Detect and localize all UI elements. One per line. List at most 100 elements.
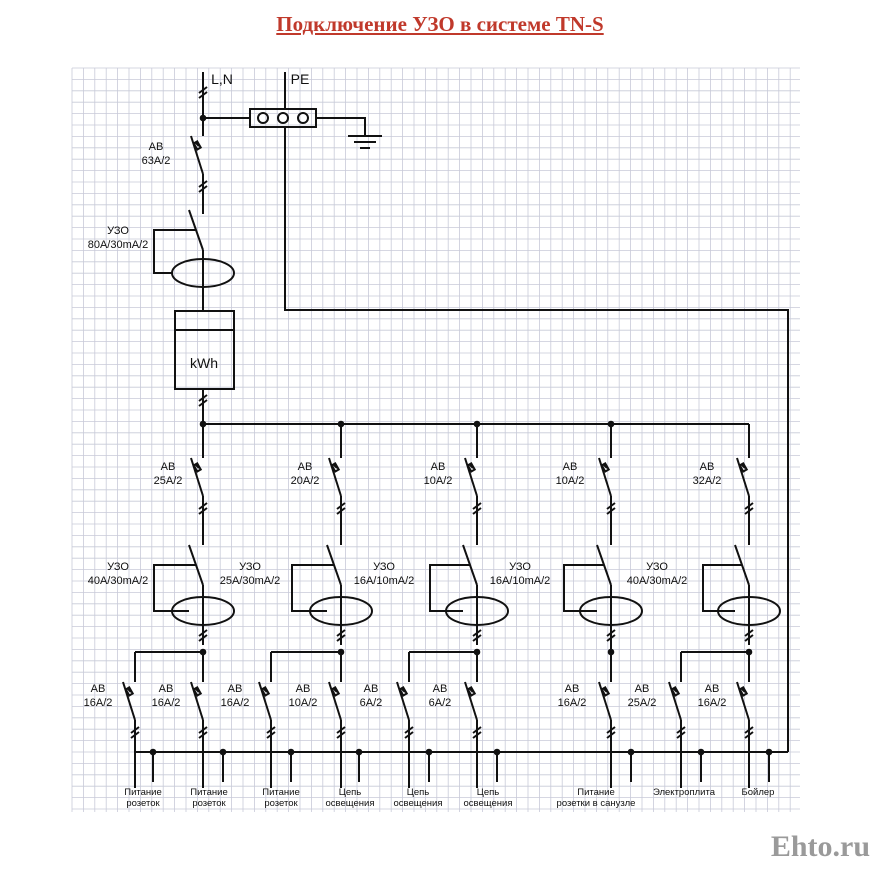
rcd-label: УЗО — [107, 225, 129, 237]
breaker-label: АВ — [431, 461, 446, 473]
pole-tick — [198, 91, 208, 99]
breaker-label: 25А/2 — [628, 697, 657, 709]
pole-tick — [472, 731, 482, 739]
pole-tick — [744, 634, 754, 642]
pole-tick — [336, 507, 346, 515]
ground-wire — [316, 117, 366, 136]
breaker-label: 16А/2 — [698, 697, 727, 709]
breaker-thermal — [466, 462, 477, 473]
breaker-blade — [122, 681, 136, 721]
load-label: Цепь — [407, 787, 429, 798]
junction-dot — [355, 748, 363, 756]
breaker-thermal — [600, 686, 611, 697]
rcd-label: УЗО — [373, 561, 395, 573]
pole-tick — [198, 629, 208, 637]
pole-tick — [336, 726, 346, 734]
pe-label: PE — [291, 71, 310, 87]
pole-tick — [130, 731, 140, 739]
breaker-blade — [598, 681, 612, 721]
breaker-thermal — [330, 686, 341, 697]
breaker-blade — [668, 681, 682, 721]
breaker-label: АВ — [705, 683, 720, 695]
breaker-thermal — [738, 462, 749, 473]
breaker-blade — [396, 681, 410, 721]
pole-tick — [336, 634, 346, 642]
breaker-thermal — [124, 686, 135, 697]
load-label: освещения — [464, 798, 513, 809]
pole-tick — [744, 731, 754, 739]
breaker-label: 16А/2 — [152, 697, 181, 709]
breaker-blade — [736, 681, 750, 721]
pole-tick — [404, 731, 414, 739]
breaker-label: АВ — [161, 461, 176, 473]
pole-tick — [404, 726, 414, 734]
rcd-label: УЗО — [239, 561, 261, 573]
load-label: розетки в санузле — [557, 798, 636, 809]
breaker-label: 10А/2 — [289, 697, 318, 709]
pole-tick — [744, 507, 754, 515]
breaker-label: 63А/2 — [142, 155, 171, 167]
pole-tick — [606, 502, 616, 510]
load-label: освещения — [394, 798, 443, 809]
breaker-blade — [328, 681, 342, 721]
pole-tick — [472, 726, 482, 734]
pole-tick — [198, 86, 208, 94]
breaker-label: АВ — [296, 683, 311, 695]
breaker-label: АВ — [159, 683, 174, 695]
pole-tick — [266, 731, 276, 739]
pole-tick — [472, 634, 482, 642]
pe-bus — [284, 127, 789, 752]
breaker-blade — [464, 457, 478, 497]
breaker-label: 16А/2 — [221, 697, 250, 709]
breaker-label: АВ — [298, 461, 313, 473]
breaker-thermal — [670, 686, 681, 697]
meter-label: kWh — [190, 355, 218, 371]
pole-tick — [198, 726, 208, 734]
breaker-blade — [190, 681, 204, 721]
rcd-label: УЗО — [107, 561, 129, 573]
load-label: Электроплита — [653, 787, 716, 798]
load-label: Бойлер — [742, 787, 775, 798]
breaker-label: 16А/2 — [558, 697, 587, 709]
breaker-thermal — [600, 462, 611, 473]
pole-tick — [198, 502, 208, 510]
rcd-label: 40А/30mA/2 — [88, 575, 149, 587]
breaker-label: АВ — [149, 141, 164, 153]
breaker-thermal — [192, 462, 203, 473]
breaker-label: 20А/2 — [291, 475, 320, 487]
pole-tick — [472, 502, 482, 510]
pole-tick — [336, 629, 346, 637]
breaker-blade — [190, 135, 204, 175]
junction-dot — [765, 748, 773, 756]
pole-tick — [472, 629, 482, 637]
breaker-label: АВ — [563, 461, 578, 473]
pe-terminal-block — [249, 108, 317, 128]
pole-tick — [472, 507, 482, 515]
rcd-label: 16А/10mA/2 — [490, 575, 551, 587]
breaker-label: АВ — [364, 683, 379, 695]
load-label: Цепь — [477, 787, 499, 798]
pole-tick — [336, 731, 346, 739]
load-label: освещения — [326, 798, 375, 809]
breaker-blade — [190, 457, 204, 497]
breaker-label: 10А/2 — [556, 475, 585, 487]
junction-dot — [287, 748, 295, 756]
breaker-thermal — [330, 462, 341, 473]
load-label: розеток — [192, 798, 226, 809]
terminal-screw — [297, 112, 309, 124]
pole-tick — [130, 726, 140, 734]
rcd-label: 80А/30mA/2 — [88, 239, 149, 251]
rcd-label: 16А/10mA/2 — [354, 575, 415, 587]
rcd-label: 40А/30mA/2 — [627, 575, 688, 587]
breaker-label: 25А/2 — [154, 475, 183, 487]
ln-label: L,N — [211, 71, 233, 87]
energy-meter — [174, 310, 235, 390]
rcd-label: УЗО — [509, 561, 531, 573]
breaker-thermal — [398, 686, 409, 697]
load-label: розеток — [126, 798, 160, 809]
junction-dot — [627, 748, 635, 756]
wiring — [122, 72, 789, 788]
rcd-label: УЗО — [646, 561, 668, 573]
